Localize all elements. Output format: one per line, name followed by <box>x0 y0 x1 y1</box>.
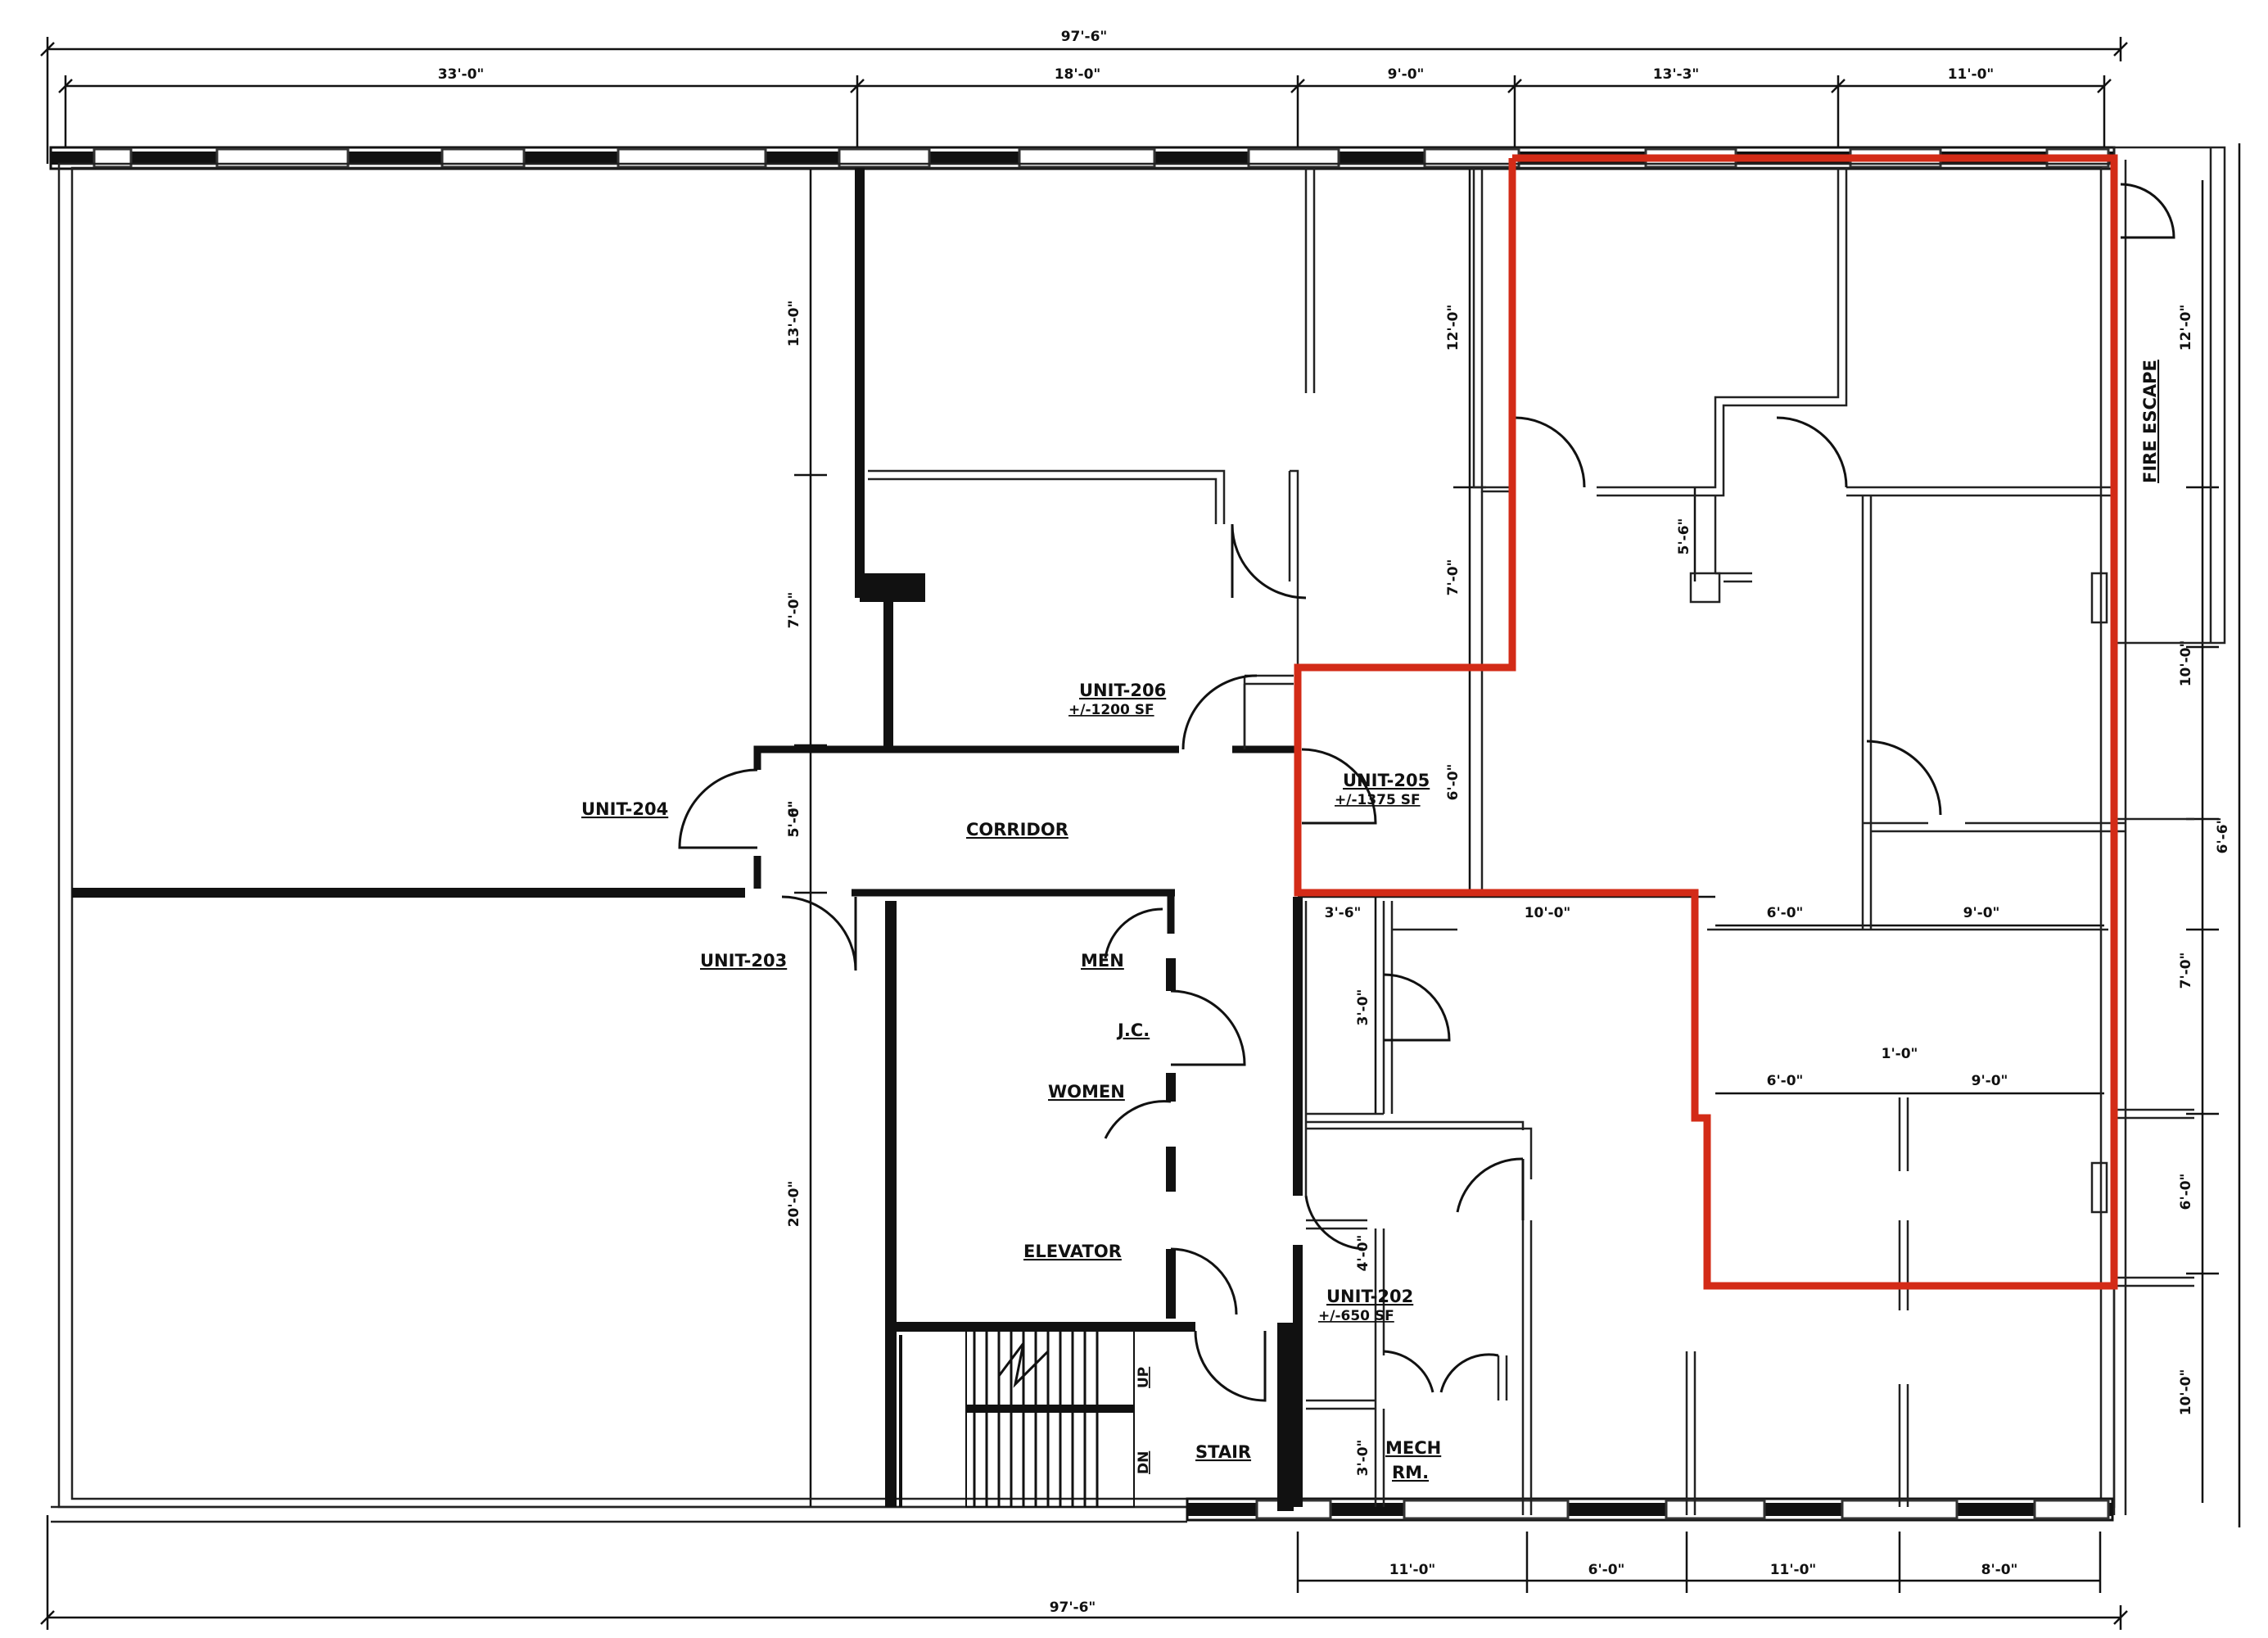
dim-corridor: 5'-6" <box>786 801 802 838</box>
label-elevator: ELEVATOR <box>1023 1242 1122 1261</box>
label-mech-1: MECH <box>1385 1438 1441 1458</box>
dim-inner-e: 6'-0" <box>1767 1073 1804 1089</box>
label-jc: J.C. <box>1116 1020 1150 1040</box>
dim-top-3: 9'-0" <box>1388 66 1425 83</box>
stair <box>965 1330 1135 1508</box>
label-women: WOMEN <box>1048 1082 1125 1102</box>
dim-top-4: 13'-3" <box>1653 66 1700 83</box>
dim-inner-k: 3'-0" <box>1355 1440 1371 1477</box>
dim-right-6: 10'-0" <box>2178 1369 2194 1416</box>
dim-right-4: 7'-0" <box>2178 952 2194 989</box>
dim-inner-b: 10'-0" <box>1525 905 1571 921</box>
dim-right-5: 6'-0" <box>2178 1174 2194 1210</box>
dim-mid-1: 12'-0" <box>1445 305 1462 351</box>
label-unit-202: UNIT-202 <box>1326 1287 1413 1306</box>
dim-inner-a: 3'-6" <box>1325 905 1362 921</box>
label-fire-escape: FIRE ESCAPE <box>2140 360 2160 483</box>
room-labels: UNIT-206 +/-1200 SF UNIT-204 UNIT-203 UN… <box>581 360 2160 1482</box>
label-unit-202-area: +/-650 SF <box>1318 1308 1394 1324</box>
dim-overall-bottom: 97'-6" <box>1050 1600 1096 1616</box>
dim-right-1: 12'-0" <box>2178 305 2194 351</box>
dim-top-2: 18'-0" <box>1055 66 1101 83</box>
dim-bottom-3: 11'-0" <box>1770 1562 1817 1578</box>
dim-left-2: 7'-0" <box>786 592 802 629</box>
exterior-walls <box>49 146 2226 1523</box>
dim-inner-g: 9'-0" <box>1972 1073 2008 1089</box>
dim-left-1: 13'-0" <box>786 301 802 347</box>
dim-right-2: 10'-0" <box>2178 640 2194 687</box>
label-mech-2: RM. <box>1392 1463 1429 1482</box>
label-unit-205-area: +/-1375 SF <box>1335 792 1421 808</box>
dim-left-3: 5'-0" <box>786 801 802 838</box>
label-unit-203: UNIT-203 <box>700 951 787 971</box>
dim-overall-top: 97'-6" <box>1061 29 1108 45</box>
dim-bottom-1: 11'-0" <box>1389 1562 1436 1578</box>
dim-left-4: 20'-0" <box>786 1181 802 1228</box>
label-unit-206: UNIT-206 <box>1079 681 1166 700</box>
dim-bottom-2: 6'-0" <box>1588 1562 1625 1578</box>
dim-inner-c: 6'-0" <box>1767 905 1804 921</box>
dim-inner-f: 1'-0" <box>1882 1046 1918 1062</box>
interior-walls <box>72 168 2194 1515</box>
dim-inner-j: 4'-0" <box>1355 1235 1371 1272</box>
dim-top-5: 11'-0" <box>1948 66 1995 83</box>
dim-inner-d: 9'-0" <box>1963 905 2000 921</box>
dim-right-3: 6'-6" <box>2215 817 2231 854</box>
label-men: MEN <box>1081 951 1124 971</box>
label-stair-dn: DN <box>1136 1451 1152 1474</box>
dim-inner-i: 5'-6" <box>1676 518 1692 555</box>
label-unit-206-area: +/-1200 SF <box>1068 702 1154 718</box>
dim-inner-h: 3'-0" <box>1355 989 1371 1026</box>
dim-bottom-4: 8'-0" <box>1981 1562 2018 1578</box>
dimension-lines <box>40 37 2241 1630</box>
dim-mid-3: 6'-0" <box>1445 764 1462 801</box>
unit-205-highlight <box>1294 154 2118 1290</box>
doors <box>678 183 2175 1402</box>
label-stair: STAIR <box>1195 1442 1251 1462</box>
label-corridor: CORRIDOR <box>966 820 1068 839</box>
label-unit-205: UNIT-205 <box>1343 771 1430 790</box>
dimension-labels: 97'-6" 33'-0" 18'-0" 9'-0" 13'-3" 11'-0"… <box>438 29 2231 1616</box>
label-unit-204: UNIT-204 <box>581 799 668 819</box>
dim-mid-2: 7'-0" <box>1445 559 1462 596</box>
label-stair-up: UP <box>1136 1367 1152 1388</box>
dim-top-1: 33'-0" <box>438 66 485 83</box>
